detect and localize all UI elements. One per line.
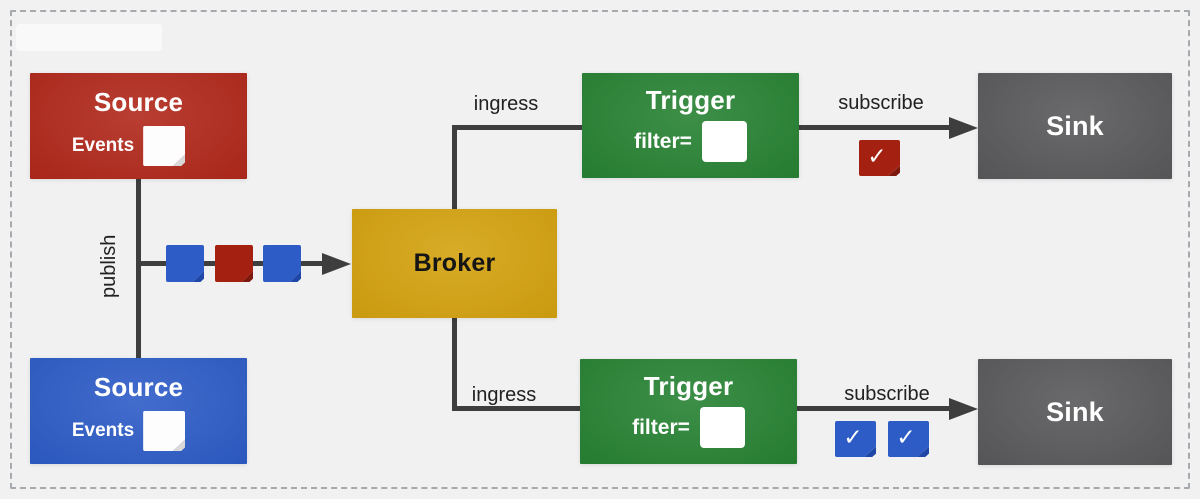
sink-top-node: Sink [978,73,1172,179]
subscribe-bottom-arrowhead [949,398,978,420]
ingress-bottom-elbow [452,316,457,411]
events-row: Events [71,411,186,451]
event-note-icon [143,126,186,166]
subscribe-top-arrowhead [949,117,978,139]
ingress-top-elbow [452,126,457,211]
check-icon: ✓ [843,423,863,450]
broker-title: Broker [413,249,496,277]
trigger-title: Trigger [645,85,736,115]
checked-event-blue-2: ✓ [888,421,929,457]
filter-label: filter= [634,129,692,153]
filter-label: filter= [632,415,690,439]
source-title: Source [93,87,184,117]
source-title: Source [93,372,184,402]
publish-edge-label: publish [98,234,120,298]
ingress-bottom-line [452,406,580,411]
sink-title: Sink [1046,396,1104,427]
folded-corner [241,271,253,282]
checked-event-red: ✓ [859,140,900,176]
filter-note-icon-blue [699,407,745,448]
source-top-node: Source Events [30,73,247,179]
ingress-top-line [452,125,582,130]
event-note-icon [143,411,186,451]
subscribe-top-line [798,125,950,130]
ingress-top-label: ingress [473,93,539,115]
source-bottom-node: Source Events [30,358,247,464]
sink-title: Sink [1046,110,1104,141]
watermark-patch [16,24,162,51]
events-row: Events [71,126,186,166]
subscribe-top-label: subscribe [838,92,924,114]
ingress-bottom-label: ingress [471,384,537,406]
event-queue-arrowhead [322,253,351,275]
folded-corner [917,446,929,457]
publish-line [136,178,141,359]
subscribe-bottom-label: subscribe [844,383,930,405]
filter-row: filter= [634,121,747,162]
events-label: Events [71,420,135,441]
broker-node: Broker [352,209,557,318]
sink-bottom-node: Sink [978,359,1172,465]
check-icon: ✓ [896,423,916,450]
events-label: Events [71,135,135,156]
filter-note-icon-red [701,121,747,162]
event-square-blue-1 [166,245,204,282]
folded-corner [192,271,204,282]
folded-corner [888,165,900,176]
event-square-red [215,245,253,282]
folded-corner [289,271,301,282]
folded-corner [172,439,186,451]
trigger-title: Trigger [643,371,734,401]
check-icon: ✓ [867,142,887,169]
trigger-bottom-node: Trigger filter= [580,359,797,464]
event-square-blue-2 [263,245,301,282]
subscribe-bottom-line [797,406,950,411]
folded-corner [172,154,186,166]
filter-row: filter= [632,407,745,448]
folded-corner [864,446,876,457]
checked-event-blue-1: ✓ [835,421,876,457]
trigger-top-node: Trigger filter= [582,73,799,178]
